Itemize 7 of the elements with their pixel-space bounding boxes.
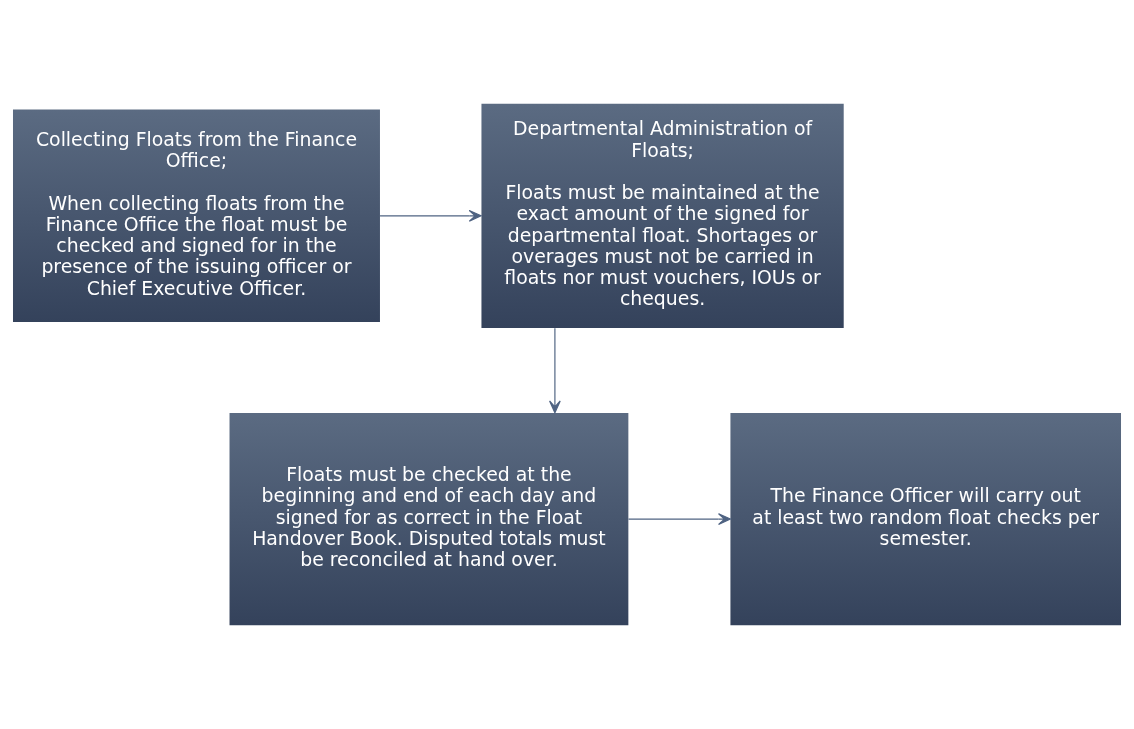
node-box: Floats must be checked at the beginning and end of each day and signed for as correct in the Float Handover Book. Disputed totals must be reconciled at hand over. bbox=[229, 412, 629, 626]
arrow bbox=[549, 327, 561, 414]
node-box: Departmental Administration of Floats; Floats must be maintained at the exact amount of the signed for departmental float. Shortages or overages must not be carried in floats nor must vouchers, IOUs or cheques. bbox=[481, 103, 844, 328]
arrow bbox=[627, 513, 731, 525]
node-box: Collecting Floats from the Finance Office; When collecting floats from the Finance Office the float must be checked and signed for in the presence of the issuing officer or Chief Executive Officer. bbox=[13, 109, 380, 322]
arrow bbox=[379, 209, 482, 222]
node-box: The Finance Officer will carry out at least two random float checks per semester. bbox=[730, 412, 1121, 626]
